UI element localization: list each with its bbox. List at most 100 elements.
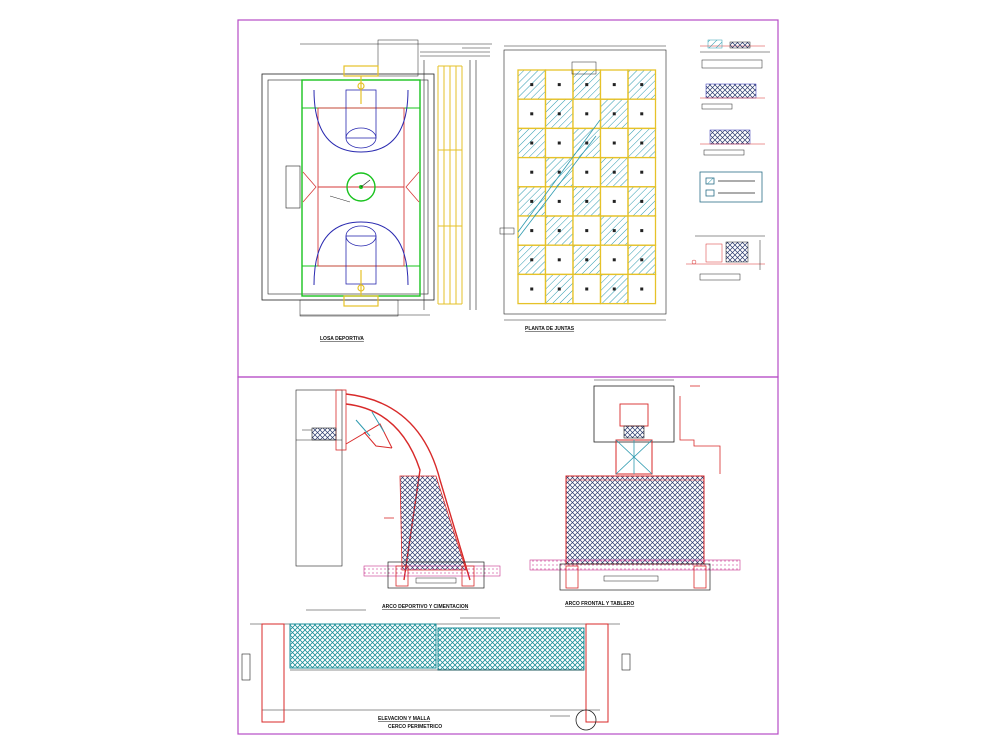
grid-panel-marker <box>612 199 616 203</box>
court-top-extension <box>377 39 419 77</box>
hoop-rim-side <box>311 427 337 441</box>
grid-panel-marker <box>612 112 616 116</box>
grid-side-tag <box>499 227 515 235</box>
grid-panel-marker <box>530 141 534 145</box>
backboard-target-square <box>619 403 649 427</box>
fence-elevation <box>241 609 631 731</box>
detail-legend-box <box>699 171 763 203</box>
hoop-arm-arc-outer <box>345 393 471 581</box>
fence-post-right <box>585 623 609 723</box>
upper-panel-frame <box>237 19 779 378</box>
fence-mesh-panel-right <box>437 627 585 671</box>
court-running-track <box>437 65 463 305</box>
grid-panel-marker <box>557 258 561 262</box>
backboard-side-panel <box>335 389 347 451</box>
grid-panel-marker <box>530 229 534 233</box>
hoop-arm-brace <box>345 423 393 449</box>
court-plan <box>261 39 492 317</box>
sheet-frame <box>237 19 779 735</box>
hoop-arm-bracing <box>355 411 385 437</box>
grid-panel-marker <box>612 287 616 291</box>
grid-panel-marker <box>612 83 616 87</box>
fence-subtitle: CERCO PERIMETRICO <box>388 724 442 730</box>
grid-panel-marker <box>640 83 644 87</box>
detail-section-3 <box>700 129 765 156</box>
grid-panel-marker <box>585 287 589 291</box>
hoop-front-elevation <box>529 379 741 591</box>
hoop-front-foundation <box>559 563 711 591</box>
grid-panel-marker <box>557 199 561 203</box>
court-side-net-right <box>405 171 420 203</box>
hoop-side-elevation <box>295 389 501 589</box>
court-side-net-left <box>302 171 317 203</box>
fence-mesh-panel-left <box>289 623 437 669</box>
grid-panel-marker <box>585 170 589 174</box>
fence-title: ELEVACION Y MALLA <box>378 716 431 722</box>
hoop-front-footing <box>529 559 741 571</box>
grid-section-line <box>517 119 601 239</box>
grid-panel-marker <box>640 229 644 233</box>
grid-panel-marker <box>530 258 534 262</box>
court-track-edges <box>423 60 477 310</box>
detail-section-4 <box>686 235 765 281</box>
grid-panel-marker <box>640 141 644 145</box>
court-plan-title: LOSA DEPORTIVA <box>320 336 364 342</box>
court-side-marker-left <box>285 165 301 209</box>
grid-panel-marker <box>530 112 534 116</box>
grid-panel-marker <box>612 141 616 145</box>
grid-panel-marker <box>530 83 534 87</box>
grid-panel-marker <box>612 229 616 233</box>
court-key-circle-bottom <box>345 225 377 247</box>
court-top-annotation <box>420 47 490 57</box>
grid-panel-marker <box>530 170 534 174</box>
court-bottom-extension <box>299 299 399 317</box>
detail-section-2 <box>700 83 765 110</box>
fence-post-left <box>261 623 285 723</box>
court-center-tick <box>360 179 371 188</box>
grid-panel <box>572 127 602 159</box>
grid-panel-marker <box>530 287 534 291</box>
backboard-side-outline <box>295 389 343 567</box>
basketball-hoop-icon <box>343 65 379 104</box>
grid-panel-marker <box>585 112 589 116</box>
grid-outer-border <box>503 49 667 315</box>
hoop-side-mesh <box>399 475 467 571</box>
grid-panel-marker <box>530 199 534 203</box>
grid-panel-marker <box>557 287 561 291</box>
grid-panel-marker <box>557 83 561 87</box>
lower-panel-frame <box>237 376 779 735</box>
hoop-front-mesh <box>565 475 705 565</box>
court-key-circle-top <box>345 127 377 149</box>
detail-section-1 <box>700 39 770 69</box>
grid-panel-marker <box>640 199 644 203</box>
grid-panel-marker <box>557 170 561 174</box>
grid-panel-marker <box>557 112 561 116</box>
joint-grid-plan <box>499 45 667 321</box>
grid-panel-marker <box>585 258 589 262</box>
hoop-rim-front <box>623 425 645 439</box>
grid-panel-marker <box>640 287 644 291</box>
grid-panel-marker <box>585 83 589 87</box>
grid-plan-title: PLANTA DE JUNTAS <box>525 326 575 332</box>
basketball-hoop-icon <box>343 270 379 307</box>
hoop-arm-arc-inner <box>345 403 421 581</box>
court-center-circle <box>346 172 376 202</box>
grid-panel-marker <box>640 112 644 116</box>
court-three-point-bottom <box>313 221 409 286</box>
grid-panel-marker <box>585 141 589 145</box>
grid-panel-marker <box>585 229 589 233</box>
grid-panel-marker <box>612 170 616 174</box>
grid-panel-marker <box>557 229 561 233</box>
court-three-point-top <box>313 89 409 153</box>
detail-callout-icon <box>575 709 597 731</box>
grid-panel-marker <box>612 258 616 262</box>
hoop-side-foundation <box>387 561 485 589</box>
hoop-front-bracing <box>615 439 653 475</box>
grid-panel-marker <box>640 258 644 262</box>
hoop-side-title: ARCO DEPORTIVO Y CIMENTACION <box>382 604 469 610</box>
section-details <box>686 39 770 281</box>
grid-panel-marker <box>640 170 644 174</box>
hoop-front-title: ARCO FRONTAL Y TABLERO <box>565 601 634 607</box>
court-side-diagonal <box>329 195 351 203</box>
